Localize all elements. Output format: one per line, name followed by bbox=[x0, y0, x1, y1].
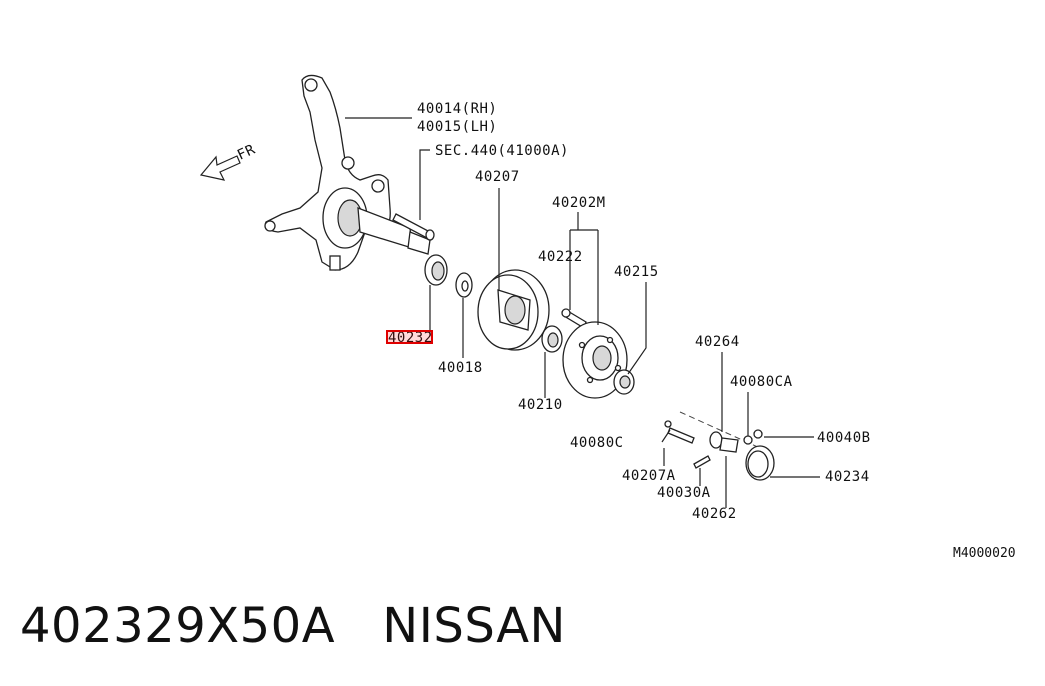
caliper-bolt bbox=[392, 213, 435, 241]
label-40215: 40215 bbox=[614, 264, 659, 280]
label-40040b: 40040B bbox=[817, 430, 871, 446]
label-40222: 40222 bbox=[538, 249, 583, 265]
steering-knuckle bbox=[264, 74, 431, 271]
grease-seal bbox=[424, 254, 448, 286]
label-40210: 40210 bbox=[518, 397, 563, 413]
inner-bearing bbox=[541, 325, 563, 353]
outer-bearing bbox=[613, 369, 635, 395]
label-40234: 40234 bbox=[825, 469, 870, 485]
label-40207a: 40207A bbox=[622, 468, 676, 484]
label-40080ca: 40080CA bbox=[730, 374, 793, 390]
washer-part bbox=[455, 272, 473, 298]
label-40080c: 40080C bbox=[570, 435, 624, 451]
wheel-hub bbox=[562, 321, 628, 399]
label-40207: 40207 bbox=[475, 169, 520, 185]
label-40014: 40014(RH) bbox=[417, 101, 497, 117]
label-40264: 40264 bbox=[695, 334, 740, 350]
front-direction-arrow: FR bbox=[199, 142, 258, 181]
figure-code: M4000020 bbox=[953, 546, 1016, 561]
small-hardware bbox=[664, 420, 775, 481]
label-40015: 40015(LH) bbox=[417, 119, 497, 135]
front-direction-label: FR bbox=[235, 142, 258, 164]
label-40030a: 40030A bbox=[657, 485, 711, 501]
label-40202m: 40202M bbox=[552, 195, 606, 211]
leader-lines bbox=[345, 117, 820, 508]
disc-rotor bbox=[477, 269, 550, 351]
part-number-caption: 402329X50A NISSAN bbox=[20, 598, 566, 654]
label-40018: 40018 bbox=[438, 360, 483, 376]
label-sec-440: SEC.440(41000A) bbox=[435, 143, 569, 159]
highlight-box bbox=[386, 330, 433, 344]
label-40262: 40262 bbox=[692, 506, 737, 522]
